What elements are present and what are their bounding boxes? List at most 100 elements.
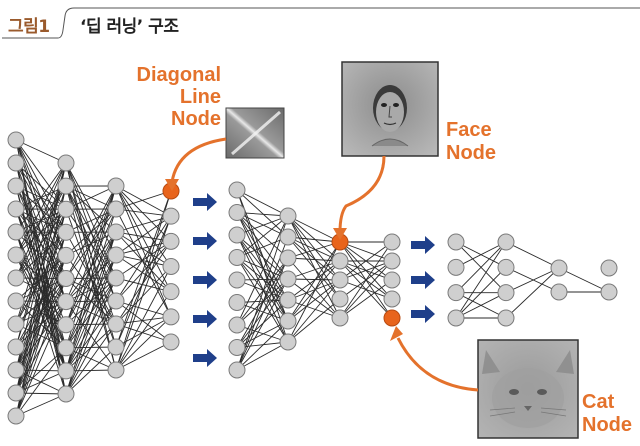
neuron-node: [279, 228, 297, 246]
connection: [65, 208, 117, 372]
flow-arrow: [411, 236, 435, 254]
cat-callout-arrow: [396, 337, 479, 392]
cat-node: [383, 309, 401, 327]
neuron-node: [107, 269, 125, 287]
neuron-node: [162, 207, 180, 225]
neuron-node: [600, 283, 618, 301]
connection: [115, 215, 172, 256]
connection: [287, 241, 341, 259]
diagonal-label-line3: Node: [171, 108, 221, 130]
neuron-node: [107, 177, 125, 195]
connection: [115, 316, 172, 371]
connection: [287, 279, 341, 343]
neuron-node: [7, 361, 25, 379]
connection: [236, 234, 289, 280]
neuron-node: [7, 131, 25, 149]
figure-title: ‘딥 러닝’ 구조: [80, 17, 179, 37]
connection: [236, 212, 289, 259]
neuron-node: [447, 309, 465, 327]
neuron-node: [7, 177, 25, 195]
connection: [236, 234, 289, 343]
connection: [236, 212, 289, 322]
connection: [115, 231, 172, 242]
neuron-node: [228, 339, 246, 356]
connection: [115, 266, 172, 325]
flow-arrow: [411, 305, 435, 323]
connection: [115, 316, 172, 348]
connection: [65, 185, 117, 372]
neuron-node: [162, 232, 180, 250]
connection: [505, 266, 560, 293]
connection: [339, 241, 393, 262]
connection: [115, 208, 172, 318]
connection: [236, 189, 289, 238]
connection: [236, 212, 289, 217]
face-callout-arrowhead: [333, 228, 347, 240]
neuron-node: [7, 200, 25, 218]
neuron-node: [447, 258, 465, 276]
connection: [65, 185, 117, 302]
connection: [339, 241, 393, 319]
cat-thumbnail: [477, 339, 579, 439]
connection: [287, 241, 341, 322]
neuron-node: [383, 233, 401, 251]
face-label-line1: Face: [446, 119, 492, 141]
connection: [15, 232, 67, 417]
connection: [115, 277, 172, 293]
neuron-node: [57, 339, 75, 357]
connection: [236, 341, 289, 371]
connection: [236, 212, 289, 238]
face-callout-arrow: [338, 155, 386, 233]
neuron-node: [7, 407, 25, 425]
connection: [15, 301, 67, 417]
connection: [287, 236, 341, 300]
neuron-node: [331, 290, 349, 308]
connection: [236, 278, 289, 281]
neuron-node: [107, 361, 125, 379]
connection: [287, 260, 341, 301]
neuron-node: [383, 271, 401, 289]
connection: [287, 279, 341, 322]
connection: [115, 185, 172, 292]
connection: [65, 185, 117, 210]
diagonal-line-thumbnail: [225, 107, 285, 159]
neuron-node: [228, 271, 246, 289]
neuron-node: [162, 283, 180, 301]
connection: [115, 185, 172, 217]
connection: [15, 162, 67, 325]
diagonal-label-line2: Line: [180, 86, 221, 108]
connection: [236, 234, 289, 322]
connection: [455, 292, 507, 319]
neuron-node: [107, 292, 125, 310]
neuron-node: [228, 361, 246, 379]
connection: [236, 257, 289, 343]
connection: [115, 190, 172, 210]
connection: [236, 257, 289, 301]
connection: [558, 267, 610, 293]
connection: [115, 254, 172, 293]
neuron-node: [228, 204, 246, 221]
connection: [505, 267, 560, 319]
neuron-node: [7, 315, 25, 333]
neuron-node: [107, 223, 125, 241]
neuron-node: [57, 177, 75, 195]
neuron-node: [331, 271, 349, 289]
connection: [65, 231, 117, 395]
neuron-node: [7, 246, 25, 264]
cat-callout-arrowhead: [390, 326, 403, 341]
neuron-node: [447, 284, 465, 302]
connection: [115, 185, 172, 242]
connection: [236, 299, 289, 303]
connection: [115, 215, 172, 302]
flow-arrow: [193, 271, 217, 289]
diagonal-callout-arrow: [170, 137, 227, 183]
connection: [115, 291, 172, 371]
neuron-node: [228, 226, 246, 244]
connection: [15, 162, 67, 256]
connection: [236, 279, 289, 301]
connection: [15, 162, 67, 394]
connection: [115, 231, 172, 267]
connection: [287, 215, 341, 262]
connection: [65, 277, 117, 395]
